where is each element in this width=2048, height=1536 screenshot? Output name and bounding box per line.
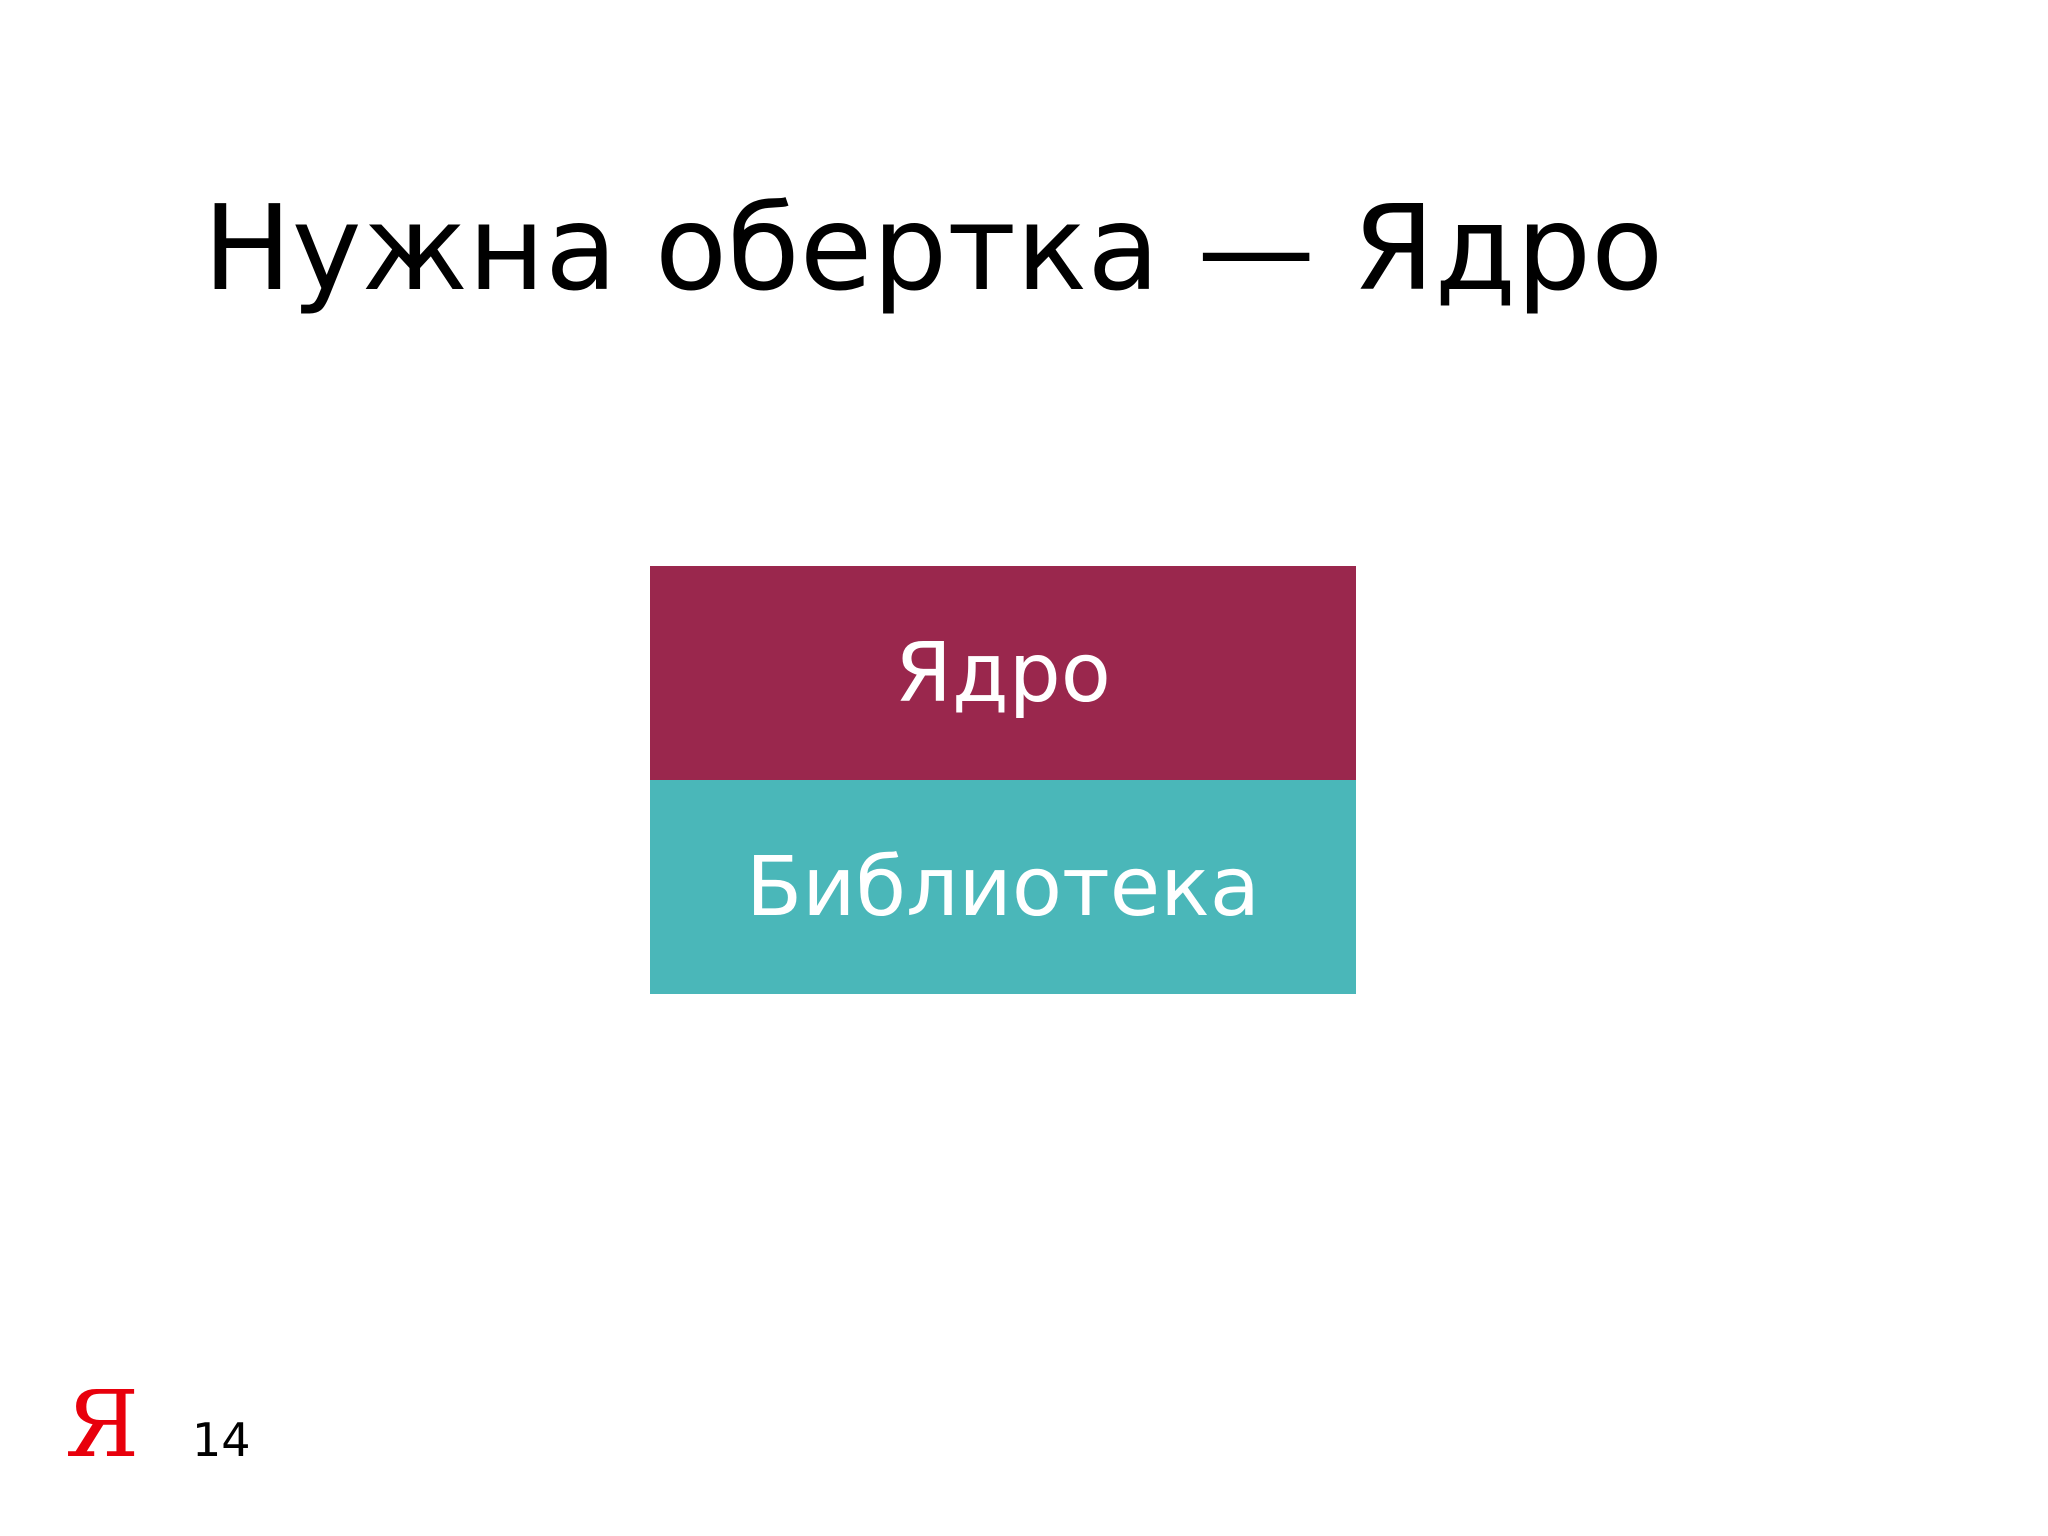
page-number: 14 — [192, 1413, 251, 1467]
slide-title: Нужна обертка — Ядро — [203, 179, 1664, 317]
layer-core-label: Ядро — [895, 625, 1111, 721]
layer-library: Библиотека — [650, 780, 1356, 994]
layer-core: Ядро — [650, 566, 1356, 780]
yandex-logo: Я — [64, 1371, 140, 1478]
layer-diagram: Ядро Библиотека — [650, 566, 1356, 994]
layer-library-label: Библиотека — [746, 839, 1260, 935]
